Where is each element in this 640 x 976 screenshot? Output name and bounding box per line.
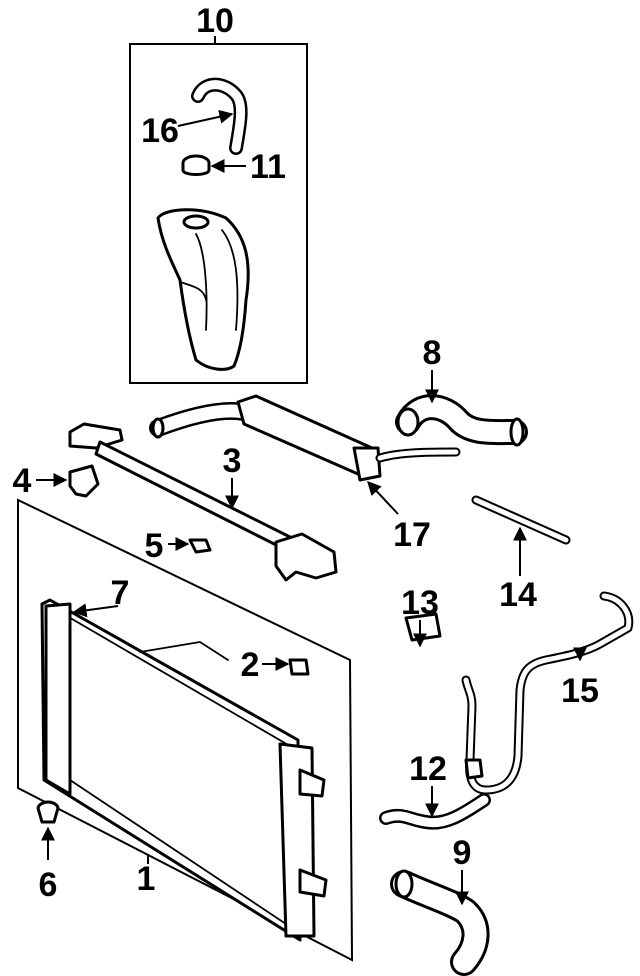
lower-hose-part	[390, 869, 490, 976]
callout-6: 6	[39, 866, 58, 904]
leader-lines	[36, 109, 587, 906]
bolt-part	[188, 538, 212, 554]
callout-16: 16	[141, 112, 179, 150]
reservoir-cap-part	[181, 154, 211, 176]
callout-14: 14	[499, 576, 537, 614]
callout-labels: 10 16 11 8 3 4 17 5 14 7 13 2 15 12 9 6 …	[13, 2, 599, 904]
callout-5: 5	[145, 527, 164, 565]
reservoir-kit-group	[129, 36, 308, 384]
callout-1: 1	[137, 860, 156, 898]
reservoir-kit-box	[129, 43, 308, 384]
callout-8: 8	[423, 334, 442, 372]
callout-15: 15	[561, 672, 599, 710]
callout-11: 11	[250, 148, 286, 186]
radiator-cap-part	[36, 800, 60, 824]
drain-plug-part	[288, 658, 310, 676]
leader-7	[72, 603, 119, 618]
callout-12: 12	[409, 750, 447, 788]
water-pipe-part	[149, 394, 461, 482]
heater-pipe-part	[461, 591, 634, 795]
callout-7: 7	[111, 574, 130, 612]
callout-13: 13	[401, 584, 439, 622]
callout-2: 2	[241, 646, 260, 684]
small-hose-part	[379, 793, 491, 830]
upper-hose-part	[395, 394, 528, 447]
callout-9: 9	[453, 834, 472, 872]
callout-3: 3	[223, 442, 242, 480]
bypass-tube-part	[471, 495, 571, 545]
overflow-hose-part	[191, 77, 248, 155]
callout-10: 10	[196, 2, 234, 40]
mount-bracket-part	[68, 464, 100, 498]
radiator-assembly-part	[17, 498, 354, 962]
callout-17: 17	[393, 516, 431, 554]
leader-17	[367, 480, 399, 515]
callout-4: 4	[13, 462, 32, 500]
leader-16	[177, 109, 234, 127]
reservoir-tank-part	[156, 208, 250, 371]
